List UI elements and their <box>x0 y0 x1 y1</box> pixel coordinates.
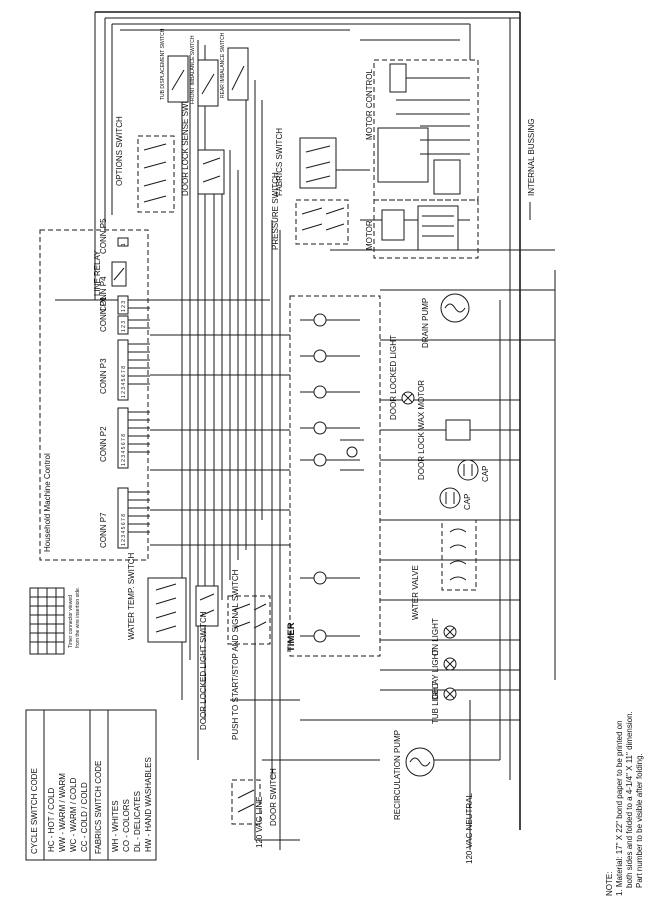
cap-lower: CAP <box>439 487 472 510</box>
door-lock-sense-switch: DOOR LOCK SENSE SWITCH <box>181 85 225 196</box>
tub-displacement-label: TUB DISPLACEMENT SWITCH <box>160 28 166 100</box>
internal-bussing-label: INTERNAL BUSSING <box>527 119 536 197</box>
recirculation-pump: RECIRCULATION PUMP <box>393 730 435 820</box>
conn-pins: 1 2 3 4 5 6 7 8 <box>121 514 127 546</box>
tub-light-label: TUB LIGHT <box>431 682 440 724</box>
fabrics-switch: FABRICS SWITCH <box>275 128 337 196</box>
conn-pins: 1 2 3 4 5 6 7 8 <box>121 434 127 466</box>
motor-control: MOTOR CONTROL <box>365 59 479 201</box>
wax-motor-label: DOOR LOCK WAX MOTOR <box>417 380 426 480</box>
water-temp-label: WATER TEMP. SWITCH <box>127 553 136 640</box>
note-line: 1. Material: 17" X 22" bond paper to be … <box>615 720 624 896</box>
timer: TIMER <box>286 295 381 657</box>
pressure-switch-label: PRESSURE SWITCH <box>271 172 280 250</box>
fabrics-code-item: HW - HAND WASHABLES <box>144 757 153 852</box>
power-labels: 120 VAC LINE 120 VAC NEUTRAL <box>255 792 474 864</box>
internal-bussing-key: INTERNAL BUSSING <box>527 119 536 220</box>
cycle-code-item: HC - HOT / COLD <box>47 787 56 852</box>
pressure-switch: PRESSURE SWITCH <box>271 172 349 250</box>
water-valve-label: WATER VALVE <box>411 565 420 620</box>
note-line: Part number to be visible after folding. <box>635 753 644 888</box>
note-line: both sides and folded to a 4-1/4" X 11" … <box>625 711 634 888</box>
conn-pins: 1 2 3 <box>121 301 127 312</box>
fabrics-switch-label: FABRICS SWITCH <box>275 128 284 196</box>
fabrics-code-item: WH - WHITES <box>111 800 120 852</box>
motor: MOTOR <box>365 199 479 259</box>
conn-pins: 1 2 3 <box>121 321 127 332</box>
push-to-start-label: PUSH TO START/STOP AND SIGNAL SWITCH <box>231 569 240 740</box>
options-switch: OPTIONS SWITCH <box>115 116 175 213</box>
timer-connector-note: from the wire insertion side. <box>75 587 81 648</box>
conn-label: CONN P2 <box>99 426 108 462</box>
front-imbalance-label: FRONT IMBALANCE SWITCH <box>190 35 196 104</box>
motor-label: MOTOR <box>365 220 374 250</box>
fabrics-code-title: FABRICS SWITCH CODE <box>94 761 103 854</box>
door-lock-wax-motor: DOOR LOCK WAX MOTOR <box>417 380 471 480</box>
on-light-label: ON LIGHT <box>431 618 440 656</box>
door-locked-light-switch: DOOR LOCKED LIGHT SWITCH <box>195 585 219 730</box>
door-locked-light-label: DOOR LOCKED LIGHT <box>389 335 398 420</box>
delay-light-label: DELAY LIGHT <box>431 649 440 700</box>
cycle-switch-code-legend: CYCLE SWITCH CODE HC - HOT / COLD WW - W… <box>25 709 93 861</box>
vac-line-label: 120 VAC LINE <box>255 797 264 848</box>
wire-harness <box>55 11 556 850</box>
door-switch-label: DOOR SWITCH <box>269 768 278 826</box>
fabrics-code-item: DL - DELICATES <box>133 791 142 852</box>
conn-label: CONN P4 <box>99 276 108 312</box>
options-switch-label: OPTIONS SWITCH <box>115 116 124 186</box>
conn-label: CONN P7 <box>99 512 108 548</box>
conn-label: CONN P5 <box>99 218 108 254</box>
cycle-code-item: WW - WARM / WARM <box>58 773 67 852</box>
line-relay-label: LINE RELAY <box>93 250 102 296</box>
control-name: Household Machine Control <box>43 453 52 552</box>
timer-label: TIMER <box>286 622 297 652</box>
household-machine-control: Household Machine Control CONN P7 1 2 3 … <box>39 218 150 561</box>
delay-light: DELAY LIGHT <box>431 649 457 700</box>
timer-connector-note: Timer connector viewed <box>68 595 74 648</box>
conn-pins: 1 2 3 4 5 6 7 8 <box>121 366 127 398</box>
fabrics-code-item: CO - COLORS <box>122 799 131 852</box>
water-valve: WATER VALVE <box>411 519 477 620</box>
water-temp-switch: WATER TEMP. SWITCH <box>127 553 187 643</box>
note-head: NOTE: <box>605 872 614 896</box>
motor-control-label: MOTOR CONTROL <box>365 68 374 140</box>
recirculation-pump-label: RECIRCULATION PUMP <box>393 730 402 820</box>
door-locked-light: DOOR LOCKED LIGHT <box>389 335 415 420</box>
on-light: ON LIGHT <box>431 618 457 656</box>
door-lock-sense-label: DOOR LOCK SENSE SWITCH <box>181 85 190 196</box>
door-switch: DOOR SWITCH <box>231 768 278 826</box>
conn-pins: 1 <box>121 243 127 246</box>
drain-pump: DRAIN PUMP <box>421 293 470 348</box>
push-to-start-switch: PUSH TO START/STOP AND SIGNAL SWITCH <box>227 569 271 740</box>
timer-connector-grid: Timer connector viewed from the wire ins… <box>29 587 81 655</box>
cycle-code-item: CC - COLD / COLD <box>80 782 89 852</box>
cap-label: CAP <box>463 494 472 510</box>
conn-label: CONN P3 <box>99 358 108 394</box>
cycle-code-item: WC - WARM / COLD <box>69 777 78 852</box>
timer-cam-contacts <box>300 313 364 643</box>
conn-label: CONN P1 <box>99 296 108 332</box>
tub-light: TUB LIGHT <box>431 682 457 724</box>
cap-upper: CAP <box>457 459 490 482</box>
vac-neutral-label: 120 VAC NEUTRAL <box>465 792 474 864</box>
cap-label: CAP <box>481 466 490 482</box>
drain-pump-label: DRAIN PUMP <box>421 298 430 348</box>
rear-imbalance-label: REAR IMBALANCE SWITCH <box>220 32 226 98</box>
print-note: NOTE: 1. Material: 17" X 22" bond paper … <box>605 711 644 896</box>
fabrics-switch-code-legend: FABRICS SWITCH CODE WH - WHITES CO - COL… <box>89 709 157 861</box>
door-locked-light-switch-label: DOOR LOCKED LIGHT SWITCH <box>199 611 208 730</box>
cycle-code-title: CYCLE SWITCH CODE <box>30 768 39 854</box>
tub-imbalance-switches: TUB DISPLACEMENT SWITCH FRONT IMBALANCE … <box>160 28 249 107</box>
